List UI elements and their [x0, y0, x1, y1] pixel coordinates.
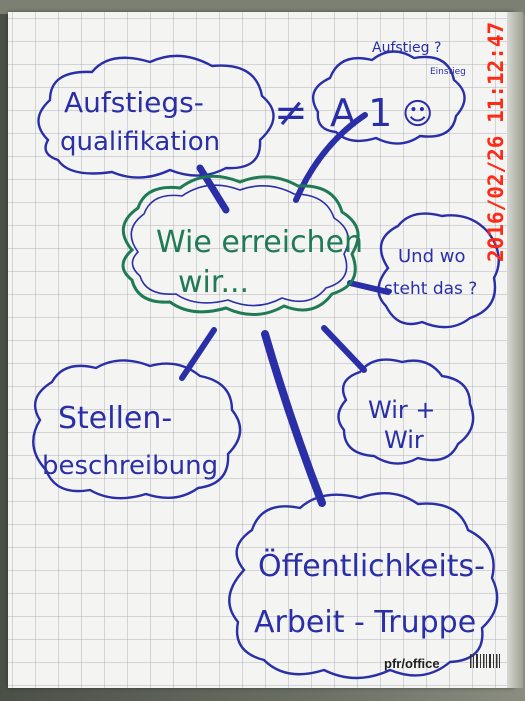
cloud-top-right [311, 50, 466, 145]
timestamp-stamp: 2016/02/26 11:12:47 [484, 22, 508, 262]
top-right-text: A 1 [330, 91, 392, 135]
bottom-line2: Arbeit - Truppe [254, 605, 476, 640]
barcode-icon [470, 654, 500, 668]
left-line1: Stellen- [58, 401, 172, 436]
cloud-bottom [228, 492, 499, 680]
cloud-top-left [37, 54, 275, 179]
middle-right-line2: Wir [384, 426, 424, 454]
cloud-center-blue [130, 184, 350, 307]
left-line2: beschreibung [42, 451, 218, 481]
cloud-right [377, 212, 500, 329]
brand-logo: pfr/office [384, 656, 440, 671]
top-left-line1: Aufstiegs- [64, 86, 204, 119]
center-line1: Wie erreichen [156, 225, 363, 260]
cloud-middle-right [337, 358, 475, 465]
right-line1: Und wo [398, 246, 465, 267]
right-line2: steht das ? [384, 279, 477, 299]
cloud-center-green [121, 174, 360, 316]
not-equal-sign: ≠ [274, 90, 308, 136]
note-aufstieg: Aufstieg ? [372, 40, 441, 56]
wall [0, 0, 525, 14]
note-einstieg: Einstieg [430, 67, 466, 77]
connector-lines [179, 112, 391, 507]
cloud-outlines [32, 50, 500, 680]
flipchart-edge [507, 12, 523, 688]
cloud-left [32, 359, 242, 500]
flipchart-paper [8, 12, 514, 688]
center-line2: wir... [178, 265, 249, 300]
top-right-smiley: ☺ [402, 97, 433, 132]
top-left-line2: qualifikation [60, 127, 220, 157]
middle-right-line1: Wir + [368, 396, 435, 424]
bottom-line1: Öffentlichkeits- [258, 548, 485, 584]
